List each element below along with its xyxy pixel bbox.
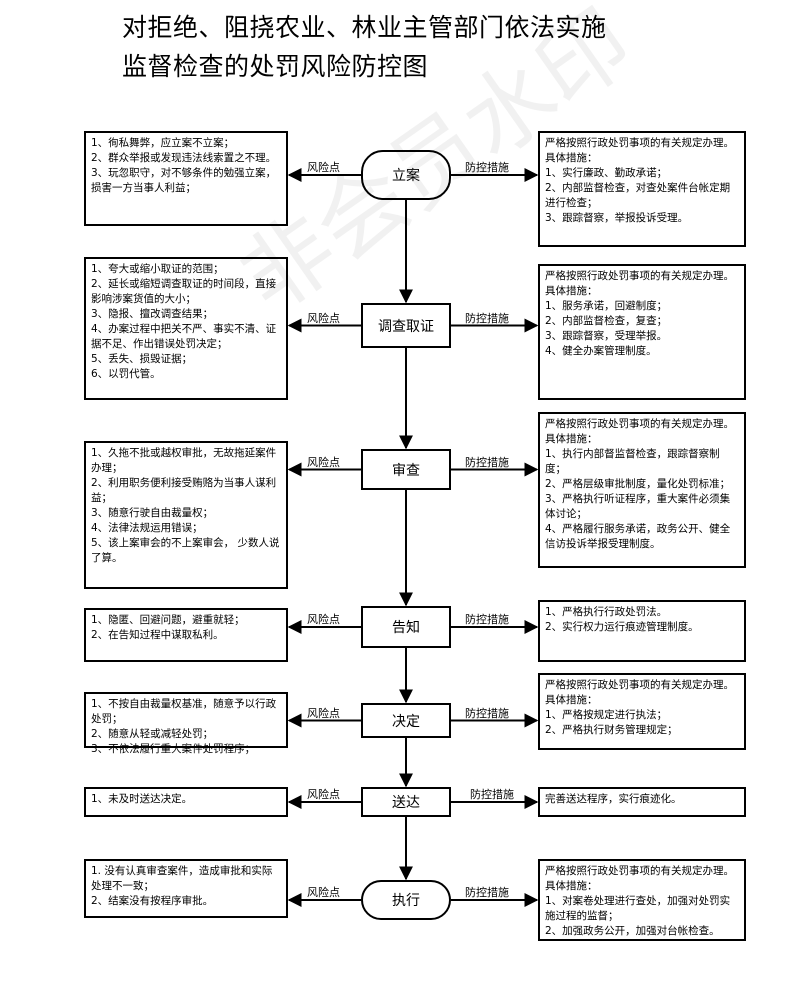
control-item: 严格按照行政处罚事项的有关规定办理。具体措施： — [545, 137, 734, 164]
control-item: 1、严格按规定进行执法； — [545, 709, 668, 721]
control-label: 防控措施 — [465, 311, 509, 325]
risk-label: 风险点 — [307, 311, 340, 325]
risk-item: 3、不依法履行重大案件处罚程序； — [91, 743, 256, 755]
control-item: 严格按照行政处罚事项的有关规定办理。具体措施： — [545, 418, 734, 445]
risk-item: 2、结案没有按程序审批。 — [91, 895, 214, 907]
risk-box: 1、徇私舞弊，应立案不立案； 2、群众举报或发现违法线索置之不理。 3、玩忽职守，对… — [84, 131, 288, 226]
control-item: 严格按照行政处罚事项的有关规定办理。具体措施： — [545, 270, 734, 297]
control-item: 4、严格履行服务承诺，政务公开、健全信访投诉举报受理制度。 — [545, 523, 731, 550]
risk-item: 1、徇私舞弊，应立案不立案； — [91, 137, 235, 149]
control-item: 3、严格执行听证程序，重大案件必须集体讨论； — [545, 493, 731, 520]
step-node: 送达 — [361, 787, 451, 817]
risk-item: 3、隐报、擅改调查结果； — [91, 308, 214, 320]
risk-item: 1、未及时送达决定。 — [91, 793, 193, 805]
step-node: 执行 — [361, 880, 451, 920]
risk-label: 风险点 — [307, 788, 340, 801]
risk-item: 3、随意行驶自由裁量权； — [91, 507, 214, 519]
control-item: 完善送达程序，实行痕迹化。 — [545, 793, 682, 805]
control-item: 3、跟踪督察，举报投诉受理。 — [545, 212, 689, 224]
step-node: 调查取证 — [361, 303, 451, 348]
risk-box: 1、不按自由裁量权基准，随意予以行政处罚； 2、随意从轻或减轻处罚； 3、不依法履行… — [84, 692, 288, 755]
risk-item: 6、以罚代管。 — [91, 368, 161, 380]
control-item: 2、内部监督检查，复查； — [545, 315, 668, 327]
risk-item: 5、该上案审会的不上案审会， 少数人说了算。 — [91, 537, 280, 564]
control-item: 2、内部监督检查，对查处案件台帐定期进行检查； — [545, 182, 731, 209]
risk-item: 1、久拖不批或越权审批，无故拖延案件办理； — [91, 447, 277, 474]
risk-item: 1、不按自由裁量权基准，随意予以行政处罚； — [91, 698, 277, 725]
control-item: 3、跟踪督察，受理举报。 — [545, 330, 668, 342]
control-label: 防控措施 — [470, 788, 514, 801]
control-box: 严格按照行政处罚事项的有关规定办理。具体措施： 1、严格按规定进行执法； 2、严格执… — [538, 673, 746, 750]
control-box: 严格按照行政处罚事项的有关规定办理。具体措施： 1、对案卷处理进行查处，加强对处罚… — [538, 859, 746, 941]
control-item: 1、严格执行行政处罚法。 — [545, 606, 668, 618]
risk-box: 1、夸大或缩小取证的范围； 2、延长或缩短调查取证的时间段，直接影响涉案货值的大小… — [84, 257, 288, 400]
control-label: 防控措施 — [465, 706, 509, 720]
control-box: 1、严格执行行政处罚法。 2、实行权力运行痕迹管理制度。 — [538, 600, 746, 662]
control-label: 防控措施 — [465, 886, 509, 899]
risk-item: 1、夸大或缩小取证的范围； — [91, 263, 224, 275]
control-box: 完善送达程序，实行痕迹化。 — [538, 787, 746, 817]
step-node: 审查 — [361, 449, 451, 490]
risk-label: 风险点 — [307, 455, 340, 469]
control-item: 1、对案卷处理进行查处，加强对处罚实施过程的监督； — [545, 895, 731, 922]
risk-item: 2、利用职务便利接受贿赂为当事人谋利益； — [91, 477, 277, 504]
risk-item: 2、群众举报或发现违法线索置之不理。 — [91, 152, 277, 164]
risk-box: 1、久拖不批或越权审批，无故拖延案件办理； 2、利用职务便利接受贿赂为当事人谋利益… — [84, 441, 288, 589]
control-label: 防控措施 — [465, 613, 509, 626]
diagram-title-line2: 监督检查的处罚风险防控图 — [122, 52, 429, 81]
control-item: 2、严格层级审批制度，量化处罚标准； — [545, 478, 731, 490]
risk-label: 风险点 — [307, 706, 340, 720]
control-item: 2、实行权力运行痕迹管理制度。 — [545, 621, 699, 633]
control-item: 严格按照行政处罚事项的有关规定办理。具体措施： — [545, 865, 734, 892]
control-item: 2、严格执行财务管理规定； — [545, 724, 678, 736]
control-box: 严格按照行政处罚事项的有关规定办理。具体措施： 1、执行内部督监督检查，跟踪督察制… — [538, 412, 746, 568]
risk-item: 5、丢失、损毁证据； — [91, 353, 193, 365]
step-node: 立案 — [361, 150, 451, 200]
risk-item: 4、办案过程中把关不严、事实不清、证据不足、作出错误处罚决定； — [91, 323, 277, 350]
risk-item: 1. 没有认真审查案件，造成审批和实际处理不一致； — [91, 865, 273, 892]
risk-label: 风险点 — [307, 613, 340, 626]
risk-item: 1、隐匿、回避问题，避重就轻； — [91, 614, 245, 626]
control-label: 防控措施 — [465, 161, 509, 174]
control-item: 4、健全办案管理制度。 — [545, 345, 657, 357]
risk-box: 1、隐匿、回避问题，避重就轻； 2、在告知过程中谋取私利。 — [84, 608, 288, 662]
control-item: 2、加强政务公开，加强对台帐检查。 — [545, 925, 720, 937]
control-item: 1、执行内部督监督检查，跟踪督察制度； — [545, 448, 720, 475]
control-label: 防控措施 — [465, 455, 509, 469]
risk-item: 4、法律法规运用错误； — [91, 522, 203, 534]
control-box: 严格按照行政处罚事项的有关规定办理。具体措施： 1、服务承诺，回避制度； 2、内部监… — [538, 264, 746, 400]
step-node: 决定 — [361, 703, 451, 738]
risk-item: 2、在告知过程中谋取私利。 — [91, 629, 224, 641]
risk-item: 2、随意从轻或减轻处罚； — [91, 728, 214, 740]
risk-box: 1、未及时送达决定。 — [84, 787, 288, 817]
risk-box: 1. 没有认真审查案件，造成审批和实际处理不一致； 2、结案没有按程序审批。 — [84, 859, 288, 918]
risk-item: 3、玩忽职守，对不够条件的勉强立案，损害一方当事人利益； — [91, 167, 277, 194]
diagram-title-line1: 对拒绝、阻挠农业、林业主管部门依法实施 — [122, 13, 607, 42]
control-box: 严格按照行政处罚事项的有关规定办理。具体措施： 1、实行廉政、勤政承诺； 2、内部监… — [538, 131, 746, 247]
control-item: 1、实行廉政、勤政承诺； — [545, 167, 668, 179]
control-item: 严格按照行政处罚事项的有关规定办理。具体措施： — [545, 679, 734, 706]
step-node: 告知 — [361, 606, 451, 648]
risk-item: 2、延长或缩短调查取证的时间段，直接影响涉案货值的大小； — [91, 278, 277, 305]
risk-label: 风险点 — [307, 161, 340, 174]
control-item: 1、服务承诺，回避制度； — [545, 300, 668, 312]
risk-label: 风险点 — [307, 886, 340, 899]
